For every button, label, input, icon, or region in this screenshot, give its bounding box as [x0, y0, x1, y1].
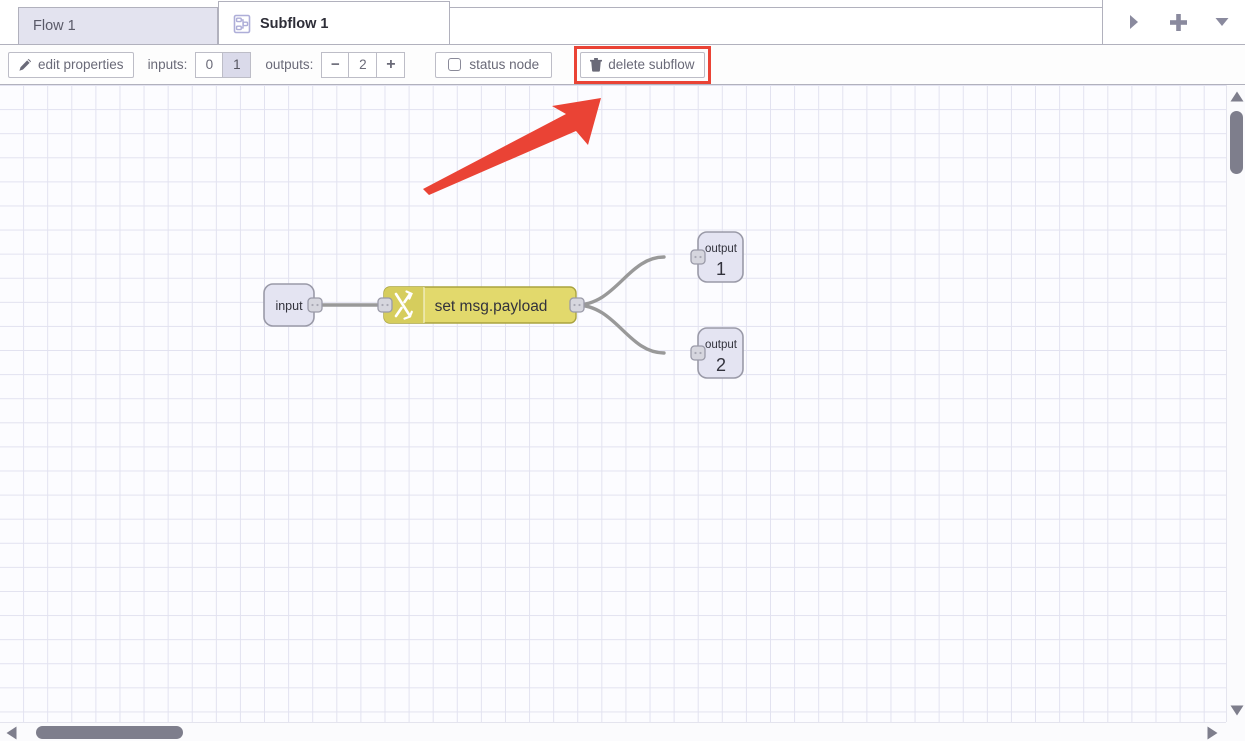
- node-subflow-output-2[interactable]: output 2: [690, 327, 744, 379]
- node-input-label: input: [275, 299, 303, 313]
- output-2-input-port[interactable]: [690, 345, 706, 361]
- node-subflow-output-1[interactable]: output 1: [690, 231, 744, 283]
- subflow-toolbar: edit properties inputs: 0 1 outputs: − 2…: [0, 45, 1245, 85]
- tab-flow-1[interactable]: Flow 1: [18, 7, 218, 44]
- wire-change-to-output2[interactable]: [574, 303, 666, 355]
- swap-arrows-icon: [394, 290, 413, 320]
- subflow-icon: [233, 14, 251, 33]
- outputs-label: outputs:: [265, 57, 314, 72]
- subflow-canvas[interactable]: input set msg.payload: [0, 85, 1245, 741]
- tab-menu-chevron-down-icon: [1215, 18, 1229, 26]
- flow-tab-list: Flow 1 Subflow 1: [0, 0, 1102, 44]
- node-output-1-label: output: [705, 243, 738, 255]
- tab-flow-1-label: Flow 1: [33, 18, 76, 34]
- edit-properties-button[interactable]: edit properties: [8, 51, 134, 78]
- node-output-1-number: 1: [716, 259, 726, 279]
- scroll-right-arrow-icon-hscroll[interactable]: [1207, 726, 1218, 740]
- status-node-checkbox-icon[interactable]: [448, 58, 462, 71]
- add-flow-button[interactable]: [1165, 9, 1191, 35]
- outputs-decrement-button[interactable]: −: [321, 51, 350, 78]
- status-node-toggle[interactable]: status node: [435, 51, 553, 78]
- node-output-2-label: output: [705, 339, 738, 351]
- node-output-2-number: 2: [716, 355, 726, 375]
- tab-subflow-1[interactable]: Subflow 1: [218, 1, 450, 44]
- scroll-tabs-right-button[interactable]: [1121, 9, 1147, 35]
- inputs-option-1[interactable]: 1: [223, 51, 252, 78]
- inputs-selector[interactable]: 0 1: [195, 51, 252, 78]
- vertical-scrollbar-thumb[interactable]: [1230, 111, 1243, 174]
- output-1-input-port[interactable]: [690, 249, 706, 265]
- delete-subflow-highlight: delete subflow: [574, 45, 711, 84]
- scroll-left-arrow-icon[interactable]: [6, 726, 17, 740]
- node-change-label: set msg.payload: [435, 298, 548, 315]
- tab-bar-filler: [450, 7, 1102, 44]
- inputs-label: inputs:: [147, 57, 188, 72]
- edit-properties-label: edit properties: [38, 56, 124, 72]
- canvas-grid: [0, 85, 1226, 722]
- wire-change-to-output1[interactable]: [574, 255, 666, 307]
- horizontal-scrollbar-thumb[interactable]: [36, 726, 183, 739]
- tab-bar-tools: [1102, 0, 1245, 44]
- delete-subflow-button[interactable]: delete subflow: [580, 51, 705, 78]
- pencil-icon: [19, 58, 32, 71]
- change-node-output-port[interactable]: [569, 297, 585, 313]
- change-node-input-port[interactable]: [377, 297, 393, 313]
- node-change-set-msg-payload[interactable]: set msg.payload: [377, 286, 585, 324]
- status-node-label: status node: [469, 57, 540, 72]
- vertical-scrollbar[interactable]: [1226, 85, 1245, 722]
- outputs-value: 2: [349, 51, 378, 78]
- scroll-right-icon: [1130, 15, 1138, 29]
- inputs-option-0[interactable]: 0: [195, 51, 224, 78]
- add-tab-icon: [1169, 13, 1187, 31]
- input-node-output-port[interactable]: [307, 297, 323, 313]
- tab-subflow-1-label: Subflow 1: [260, 15, 329, 32]
- node-subflow-input[interactable]: input: [263, 283, 323, 327]
- outputs-stepper[interactable]: − 2 +: [321, 51, 406, 78]
- scroll-up-arrow-icon[interactable]: [1230, 91, 1244, 102]
- scroll-down-arrow-icon[interactable]: [1230, 705, 1244, 716]
- flow-diagram: input set msg.payload: [263, 231, 744, 379]
- horizontal-scrollbar[interactable]: [0, 722, 1226, 741]
- flow-tab-bar: Flow 1 Subflow 1: [0, 0, 1245, 45]
- flow-menu-button[interactable]: [1209, 9, 1235, 35]
- delete-subflow-label: delete subflow: [608, 56, 695, 72]
- trash-icon: [590, 57, 603, 72]
- outputs-increment-button[interactable]: +: [377, 51, 406, 78]
- scrollbar-corner: [1226, 722, 1245, 741]
